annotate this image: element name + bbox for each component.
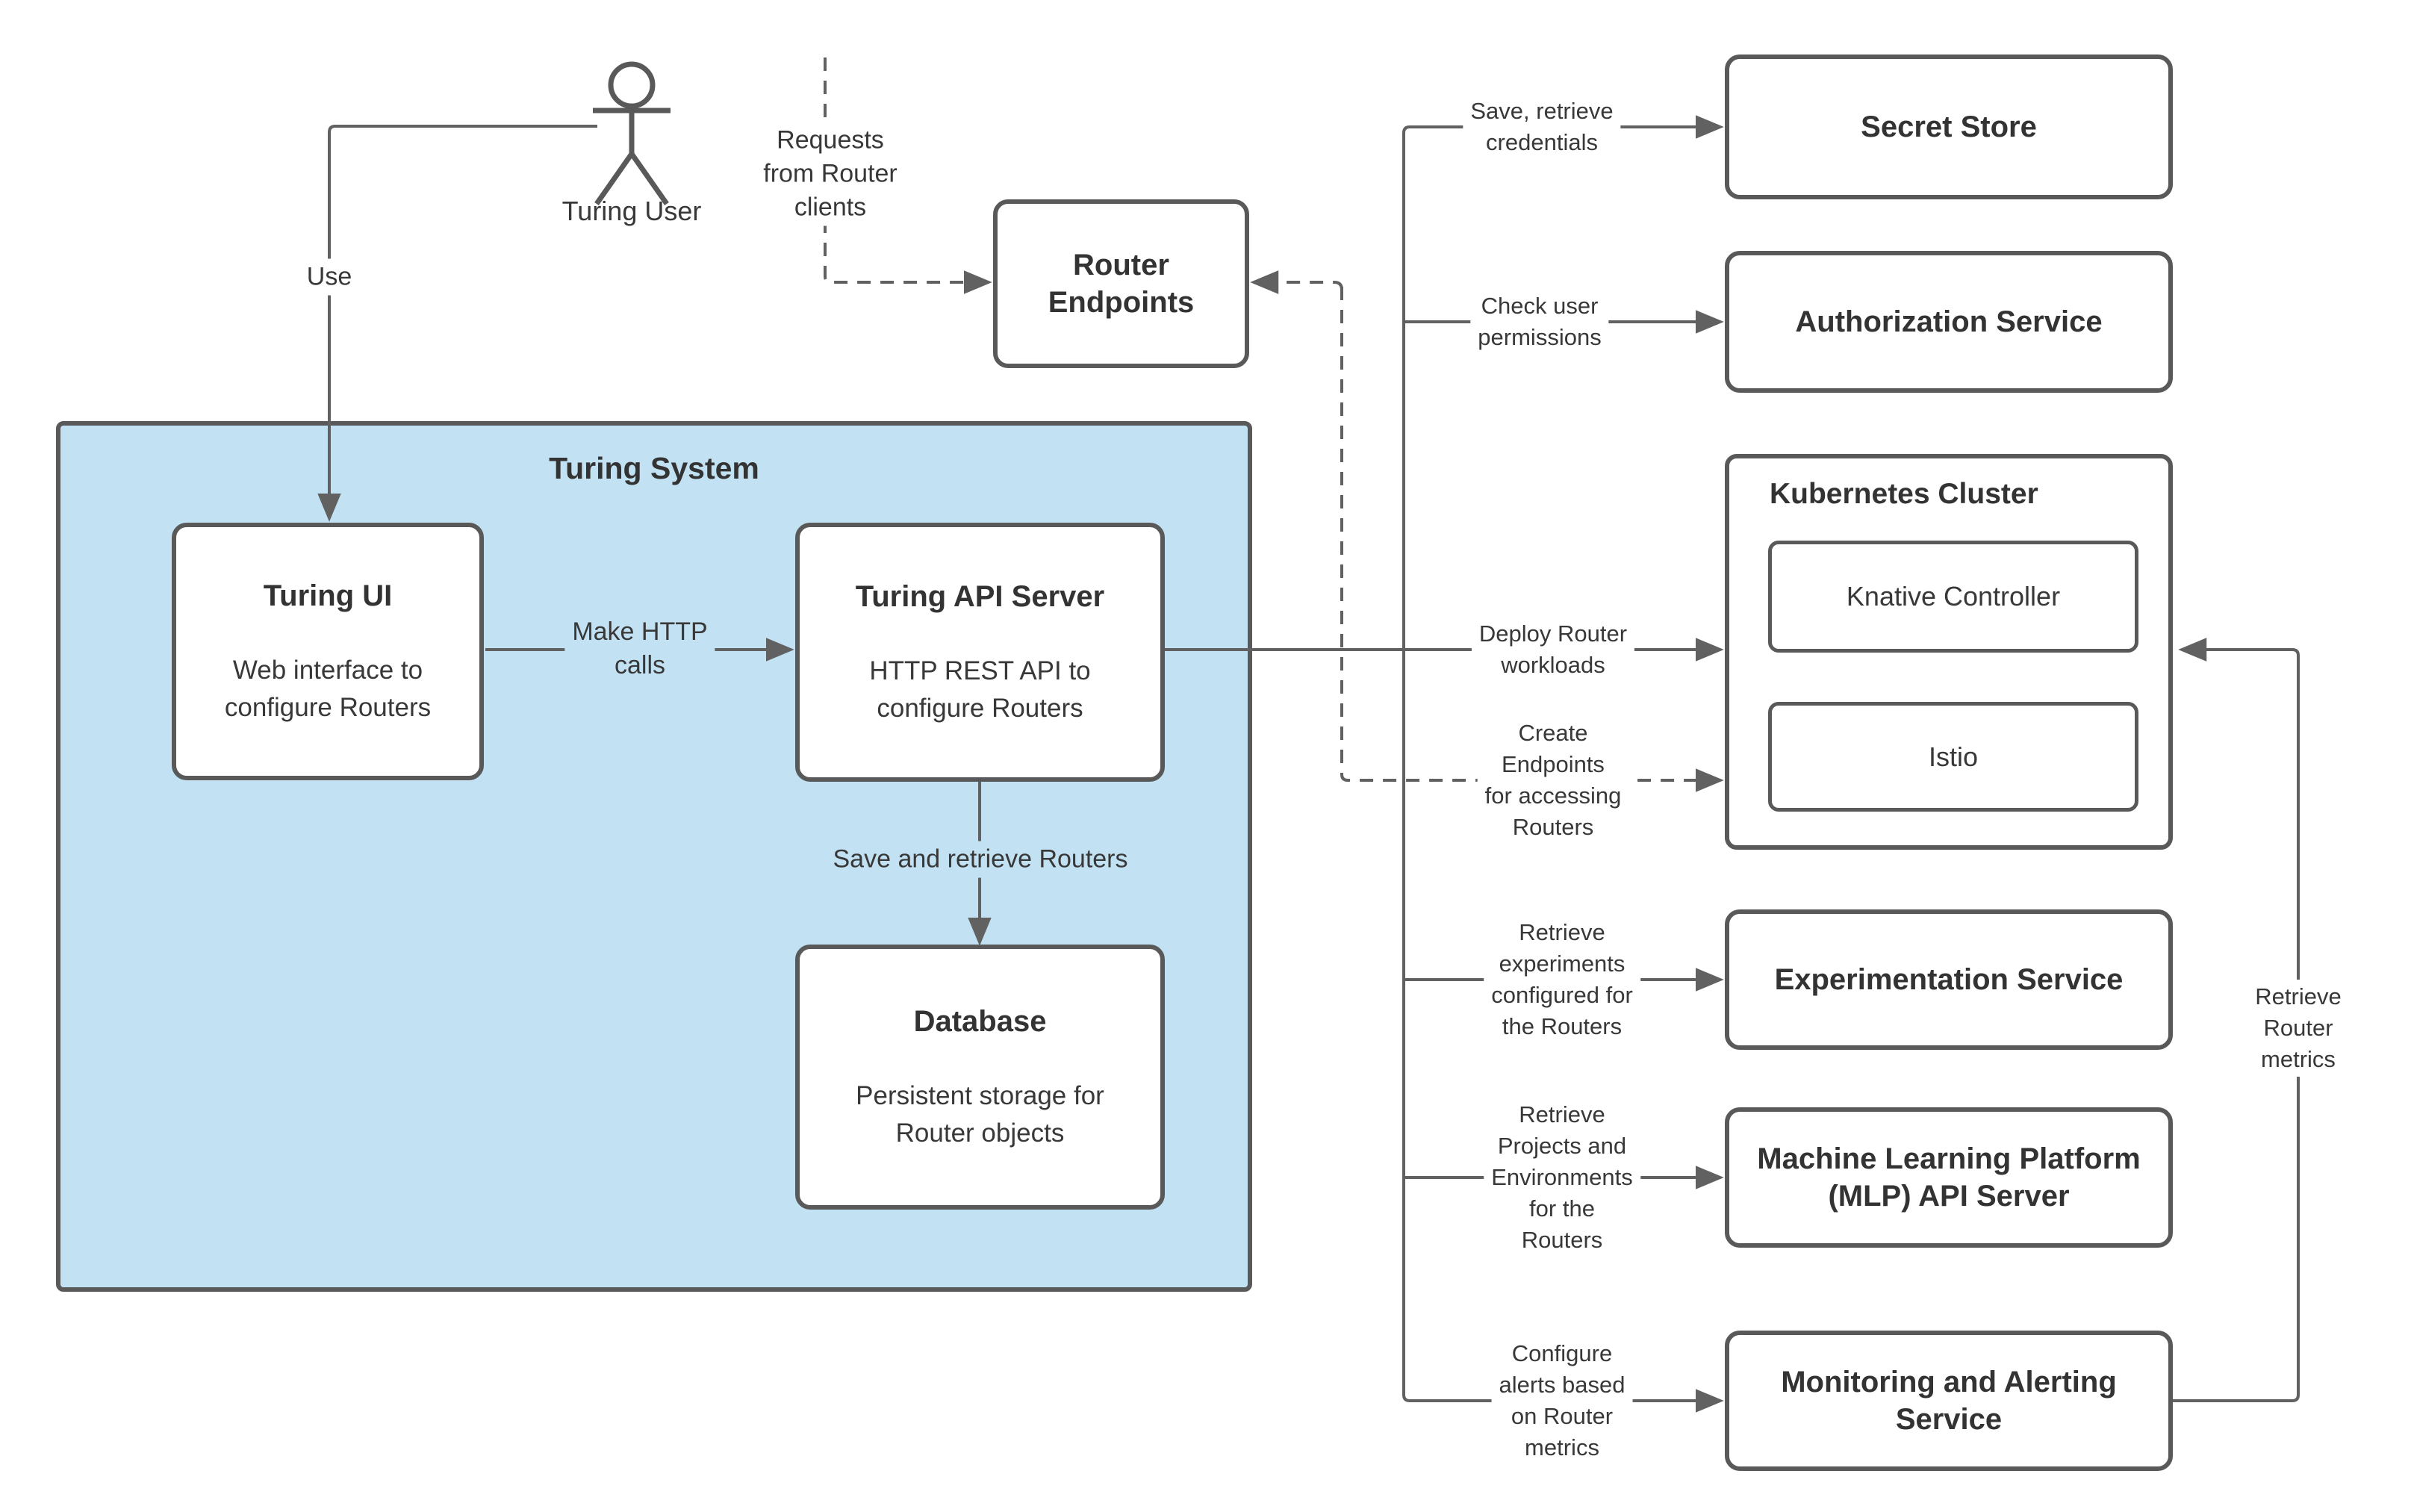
retrieve-metrics-label: Retrieve Router metrics xyxy=(2242,980,2355,1077)
turing-system-title: Turing System xyxy=(549,451,759,485)
deploy-workloads-label: Deploy Router workloads xyxy=(1471,617,1635,682)
experimentation-service-title: Experimentation Service xyxy=(1774,963,2124,996)
istio-box: Istio xyxy=(1768,702,2138,812)
istio-label: Istio xyxy=(1928,741,1979,772)
requests-label: Requests from Router clients xyxy=(756,122,905,226)
turing-user-actor-icon xyxy=(593,61,671,206)
use-label: Use xyxy=(299,258,360,296)
router-endpoints-title: Router Endpoints xyxy=(1048,249,1195,319)
kubernetes-cluster-box: Kubernetes Cluster Knative Controller Is… xyxy=(1725,454,2173,850)
authorization-service-title: Authorization Service xyxy=(1795,305,2103,338)
database-title: Database xyxy=(913,1004,1047,1038)
knative-controller-label: Knative Controller xyxy=(1846,581,2061,612)
turing-ui-description: Web interface to configure Routers xyxy=(224,655,432,722)
configure-alerts-label: Configure alerts based on Router metrics xyxy=(1491,1337,1633,1465)
use-arrow xyxy=(317,125,597,522)
mlp-api-server-title: Machine Learning Platform (MLP) API Serv… xyxy=(1757,1142,2141,1213)
make-http-calls-label: Make HTTP calls xyxy=(564,614,715,684)
retrieve-experiments-label: Retrieve experiments configured for the … xyxy=(1484,915,1640,1044)
trunk-down-monitoring-arrow xyxy=(1402,641,1724,1413)
trunk-up-secret-store-arrow xyxy=(1402,115,1724,659)
experimentation-service-box: Experimentation Service xyxy=(1725,909,2173,1050)
monitoring-alerting-title: Monitoring and Alerting Service xyxy=(1781,1366,2117,1436)
create-endpoints-label: Create Endpoints for accessing Routers xyxy=(1477,716,1629,844)
authorization-service-box: Authorization Service xyxy=(1725,251,2173,393)
turing-user-label: Turing User xyxy=(561,196,702,226)
create-endpoints-arrow xyxy=(1340,287,1724,792)
save-retrieve-routers-label: Save and retrieve Routers xyxy=(825,841,1136,878)
endpoints-return-arrow xyxy=(1250,270,1343,294)
turing-api-server-title: Turing API Server xyxy=(855,579,1105,613)
secret-store-box: Secret Store xyxy=(1725,55,2173,199)
turing-api-server-description: HTTP REST API to configure Routers xyxy=(869,656,1091,723)
database-box: Database Persistent storage for Router o… xyxy=(795,945,1165,1210)
secret-store-title: Secret Store xyxy=(1861,111,2037,143)
monitoring-alerting-box: Monitoring and Alerting Service xyxy=(1725,1331,2173,1471)
router-endpoints-box: Router Endpoints xyxy=(993,199,1249,368)
turing-api-server-box: Turing API Server HTTP REST API to confi… xyxy=(795,523,1165,782)
retrieve-projects-label: Retrieve Projects and Environments for t… xyxy=(1484,1098,1640,1257)
save-credentials-label: Save, retrieve credentials xyxy=(1463,94,1621,160)
mlp-api-server-box: Machine Learning Platform (MLP) API Serv… xyxy=(1725,1107,2173,1248)
turing-ui-box: Turing UI Web interface to configure Rou… xyxy=(172,523,484,780)
database-description: Persistent storage for Router objects xyxy=(856,1080,1104,1148)
check-permissions-label: Check user permissions xyxy=(1470,289,1609,355)
knative-controller-box: Knative Controller xyxy=(1768,541,2138,653)
turing-ui-title: Turing UI xyxy=(263,579,393,612)
kubernetes-cluster-title: Kubernetes Cluster xyxy=(1770,478,2038,510)
requests-arrow xyxy=(824,57,992,294)
